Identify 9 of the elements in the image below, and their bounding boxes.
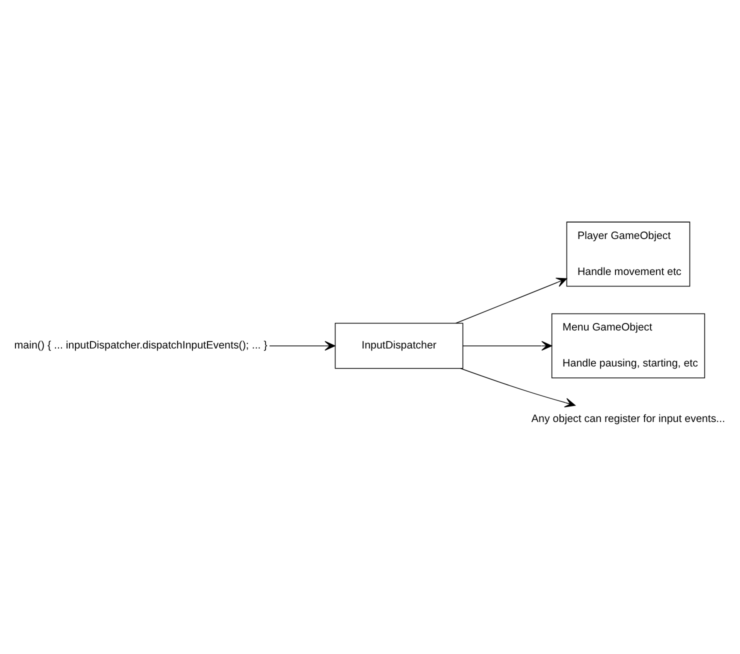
node-text: main() { ... inputDispatcher.dispatchInputEvents(); ... }	[14, 339, 268, 352]
node-box: InputDispatcher	[334, 322, 464, 368]
arrow	[269, 340, 336, 350]
node-text: Any object can register for input events...	[531, 412, 726, 425]
node-box: Player GameObject Handle movement etc	[566, 221, 690, 286]
arrow	[460, 368, 576, 407]
arrow	[462, 340, 552, 350]
arrow	[455, 277, 568, 324]
node-box: Menu GameObject Handle pausing, starting, etc	[551, 312, 706, 378]
